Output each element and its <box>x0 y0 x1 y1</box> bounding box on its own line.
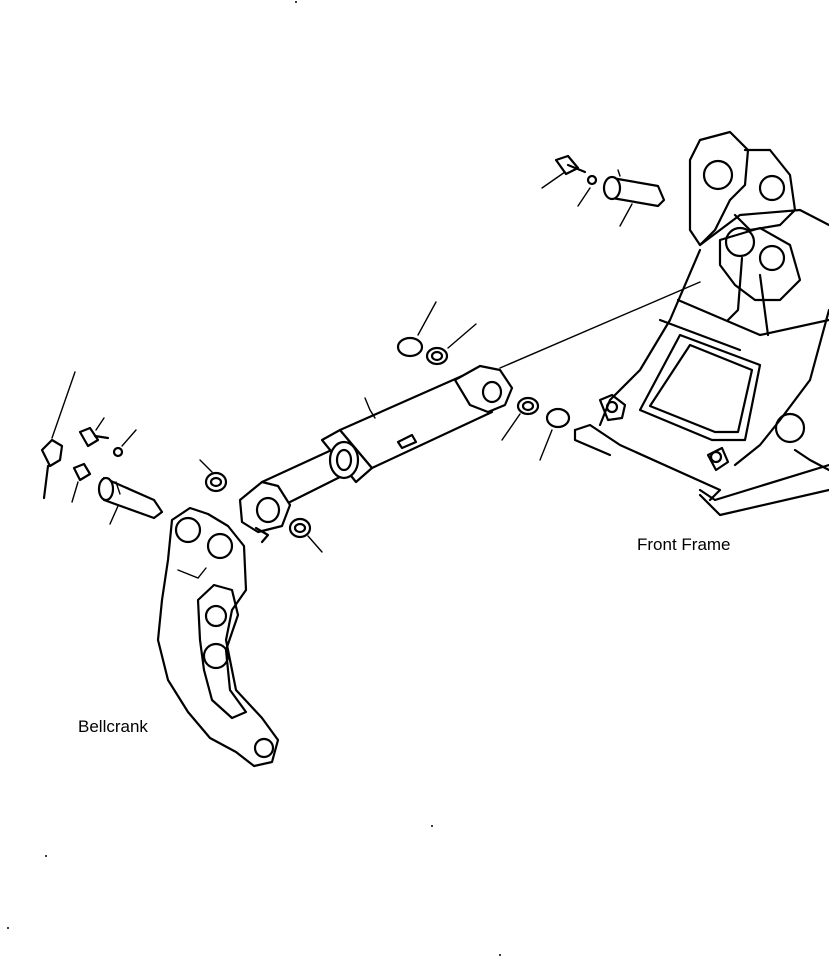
upper-pin-group <box>541 154 666 227</box>
bellcrank <box>156 506 280 768</box>
right-washers <box>501 396 571 461</box>
stray-dots <box>7 1 501 956</box>
lower-pin-group <box>40 371 164 525</box>
assembly-line <box>499 281 701 369</box>
front-frame-label: Front Frame <box>637 535 731 554</box>
lower-washers <box>199 459 323 553</box>
bellcrank-label: Bellcrank <box>78 717 148 736</box>
upper-washers <box>396 301 477 366</box>
hydraulic-cylinder <box>238 364 514 544</box>
front-frame <box>573 130 829 517</box>
